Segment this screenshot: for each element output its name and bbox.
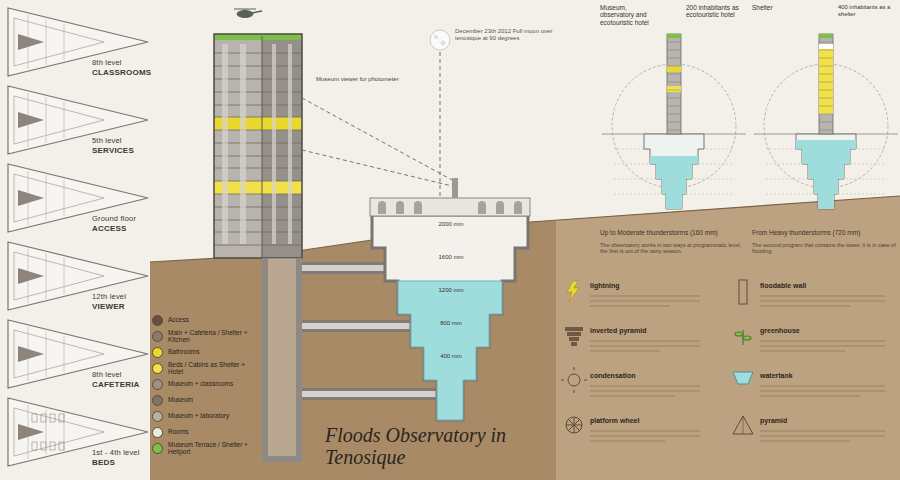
helicopter bbox=[234, 9, 262, 18]
inhabitants-note: 400 inhabitants as a shelter bbox=[838, 4, 898, 17]
legend-text: Rooms bbox=[168, 428, 189, 435]
shaft bbox=[262, 258, 302, 462]
program-panel: Shelter 400 inhabitants as a shelter bbox=[752, 4, 897, 226]
depth-mark: 1600 mm bbox=[434, 254, 468, 261]
depth-mark: 1200 mm bbox=[434, 287, 468, 294]
symbol-heading: platform wheel bbox=[590, 417, 710, 425]
symbol-heading: floodable wall bbox=[760, 282, 885, 290]
plan-caption: 5th levelSERVICES bbox=[92, 137, 150, 155]
panel-heading: Shelter bbox=[752, 4, 814, 11]
program-label: ACCESS bbox=[92, 224, 150, 233]
note-text: December 23th 2012 Full moon over tenosi… bbox=[455, 28, 555, 42]
program-diagram bbox=[752, 4, 900, 226]
depth-mark: 2000 mm bbox=[434, 221, 468, 228]
legend-swatch bbox=[152, 363, 163, 374]
symbol-heading: condensation bbox=[590, 372, 710, 380]
legend-text: Museum Terrace / Shelter + Heliport bbox=[168, 441, 258, 456]
legend-row: Museum bbox=[152, 392, 258, 408]
level-label: 1st - 4th level bbox=[92, 449, 150, 458]
legend-row: Rooms bbox=[152, 424, 258, 440]
legend-swatch bbox=[152, 443, 163, 454]
floor-plan-panel: Ground floorACCESS bbox=[4, 160, 152, 236]
symbol-heading: lightning bbox=[590, 282, 710, 290]
plan-caption: Ground floorACCESS bbox=[92, 215, 150, 233]
legend-text: Main + Cafeteria / Shelter + Kitchen bbox=[168, 329, 258, 344]
program-label: BEDS bbox=[92, 458, 150, 467]
note-text: The observatory works in two ways at pro… bbox=[600, 242, 748, 255]
legend-row: Museum + classrooms bbox=[152, 376, 258, 392]
level-label: 12th level bbox=[92, 293, 150, 302]
legend-row: Main + Cafeteria / Shelter + Kitchen bbox=[152, 328, 258, 344]
note-text: Museum viewer for photometer bbox=[316, 76, 408, 83]
symbol-heading: greenhouse bbox=[760, 327, 885, 335]
floor-plan-panel: 1st - 4th levelBEDS bbox=[4, 394, 152, 470]
legend-text: Museum + classrooms bbox=[168, 380, 233, 387]
program-panel: Museum, observatory and ecotouristic hot… bbox=[600, 4, 748, 226]
legend-swatch bbox=[152, 379, 163, 390]
level-label: 8th level bbox=[92, 371, 150, 380]
note-text: Up to Moderate thunderstorms (160 mm) bbox=[600, 229, 748, 236]
body-text-lines bbox=[590, 296, 885, 441]
legend-row: Museum Terrace / Shelter + Heliport bbox=[152, 440, 258, 456]
legend-swatch bbox=[152, 315, 163, 326]
level-label: Ground floor bbox=[92, 215, 150, 224]
program-label: CAFETERIA bbox=[92, 380, 150, 389]
legend-swatch bbox=[152, 347, 163, 358]
floor-plan-panel: 5th levelSERVICES bbox=[4, 82, 152, 158]
legend-text: Museum bbox=[168, 396, 193, 403]
symbol-heading: pyramid bbox=[760, 417, 885, 425]
plan-caption: 12th levelVIEWER bbox=[92, 293, 150, 311]
legend-row: Access bbox=[152, 312, 258, 328]
legend-text: Bathrooms bbox=[168, 348, 199, 355]
program-diagram bbox=[600, 4, 748, 226]
funnel bbox=[370, 178, 530, 420]
legend-row: Museum + laboratory bbox=[152, 408, 258, 424]
symbol-heading: inverted pyramid bbox=[590, 327, 710, 335]
legend-text: Beds / Cabins as Shelter + Hotel bbox=[168, 361, 258, 376]
floor-plan-panel: 8th levelCAFETERIA bbox=[4, 316, 152, 392]
program-label: SERVICES bbox=[92, 146, 150, 155]
level-label: 8th level bbox=[92, 59, 150, 68]
plan-caption: 8th levelCAFETERIA bbox=[92, 371, 150, 389]
symbol-heading: watertank bbox=[760, 372, 885, 380]
sight-lines bbox=[302, 52, 452, 196]
note-text: From Heavy thunderstorms (720 mm) bbox=[752, 229, 897, 236]
legend-text: Access bbox=[168, 316, 189, 323]
legend-row: Bathrooms bbox=[152, 344, 258, 360]
tower bbox=[214, 34, 302, 258]
note-text: The second program that contains the tow… bbox=[752, 242, 897, 255]
legend-swatch bbox=[152, 331, 163, 342]
legend-swatch bbox=[152, 427, 163, 438]
legend: AccessMain + Cafeteria / Shelter + Kitch… bbox=[152, 312, 258, 456]
depth-mark: 800 mm bbox=[434, 320, 468, 327]
poster-title: Floods Observatory in Tenosique bbox=[325, 424, 525, 468]
legend-swatch bbox=[152, 395, 163, 406]
legend-swatch bbox=[152, 411, 163, 422]
floor-plan bbox=[4, 238, 152, 314]
inhabitants-note: 200 inhabitants as ecotouristic hotel bbox=[686, 4, 746, 19]
level-label: 5th level bbox=[92, 137, 150, 146]
program-label: CLASSROOMS bbox=[92, 68, 150, 77]
symbol-icons bbox=[561, 280, 753, 434]
plan-caption: 1st - 4th levelBEDS bbox=[92, 449, 150, 467]
floor-plan bbox=[4, 160, 152, 236]
plan-caption: 8th levelCLASSROOMS bbox=[92, 59, 150, 77]
panel-heading: Museum, observatory and ecotouristic hot… bbox=[600, 4, 662, 26]
floor-plan-panel: 12th levelVIEWER bbox=[4, 238, 152, 314]
program-label: VIEWER bbox=[92, 302, 150, 311]
floor-plan bbox=[4, 394, 152, 470]
moon bbox=[430, 30, 450, 50]
legend-row: Beds / Cabins as Shelter + Hotel bbox=[152, 360, 258, 376]
floor-plan-panel: 8th levelCLASSROOMS bbox=[4, 4, 152, 80]
depth-mark: 400 mm bbox=[434, 353, 468, 360]
legend-text: Museum + laboratory bbox=[168, 412, 229, 419]
